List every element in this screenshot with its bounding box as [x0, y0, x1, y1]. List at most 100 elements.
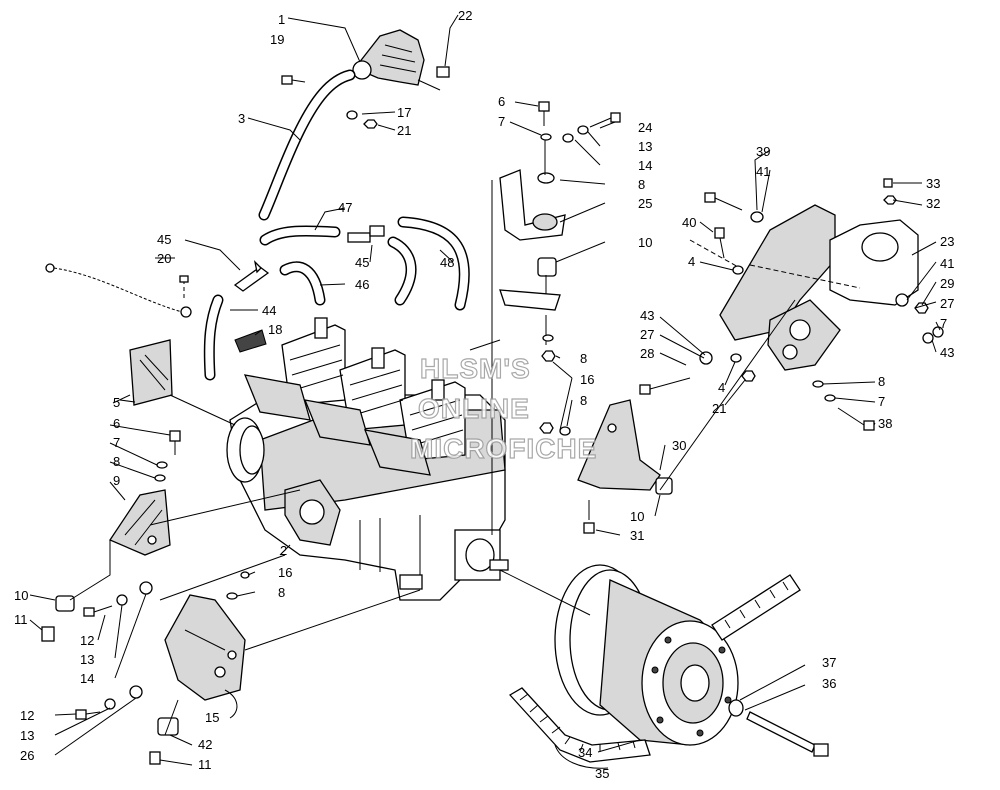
callout-41-right: 41: [940, 256, 954, 271]
callout-42: 42: [198, 737, 212, 752]
watermark: HLSM'S ONLINE MICROFICHE: [409, 352, 597, 464]
part-10-11-isolator: [41, 595, 75, 642]
callout-8-d: 8: [113, 454, 120, 469]
part-15-engine-mount: [164, 594, 246, 701]
callout-12-upper: 12: [80, 633, 94, 648]
callout-17: 17: [397, 105, 411, 120]
part-6-7-24-hardware-top: [538, 101, 621, 143]
callout-27-left: 27: [640, 327, 654, 342]
callout-21-right: 21: [712, 401, 726, 416]
watermark-line-2: ONLINE: [418, 393, 530, 424]
callout-36: 36: [822, 676, 836, 691]
coolant-hoses-group: [203, 216, 470, 381]
callout-8-e: 8: [278, 585, 285, 600]
callout-30: 30: [672, 438, 686, 453]
part-17-21-hardware: [346, 110, 378, 129]
callout-27-right: 27: [940, 296, 954, 311]
part-19-bolt: [281, 75, 306, 85]
callout-41-top: 41: [756, 164, 770, 179]
part-42-11-isolator: [149, 717, 179, 765]
part-35-drive-belt: [508, 574, 801, 763]
part-12-13-26-hardware-lower: [75, 685, 143, 720]
callout-7-left: 7: [113, 435, 120, 450]
callout-8-f: 8: [878, 374, 885, 389]
callout-31: 31: [630, 528, 644, 543]
callout-14-top: 14: [638, 158, 652, 173]
callout-16-top: 16: [580, 372, 594, 387]
callout-4-bottom: 4: [718, 380, 725, 395]
callout-25: 25: [638, 196, 652, 211]
callout-10-top: 10: [638, 235, 652, 250]
callout-11-lower: 11: [198, 757, 212, 772]
part-23-bracket-assembly: [689, 204, 919, 371]
callout-13-lower: 13: [20, 728, 34, 743]
callout-13-top: 13: [638, 139, 652, 154]
callout-3: 3: [238, 111, 245, 126]
callout-numbers: 1 19 22 3 17 21 6 7 24 13 14 8 25 10 47 …: [14, 8, 954, 781]
callout-16-bottom: 16: [278, 565, 292, 580]
callout-28: 28: [640, 346, 654, 361]
callout-14-upper: 14: [80, 671, 94, 686]
part-20-ground-cable: [45, 263, 192, 318]
callout-46: 46: [355, 277, 369, 292]
part-30-bracket: [577, 399, 673, 534]
callout-4-top: 4: [688, 254, 695, 269]
callout-6-top: 6: [498, 94, 505, 109]
callout-12-lower: 12: [20, 708, 34, 723]
callout-7-right: 7: [940, 316, 947, 331]
callout-34: 34: [578, 745, 592, 760]
callout-43-right: 43: [940, 345, 954, 360]
callout-leader-lines: [29, 14, 941, 769]
callout-44: 44: [262, 303, 276, 318]
callout-13-upper: 13: [80, 652, 94, 667]
callout-35: 35: [595, 766, 609, 781]
part-5-decal: [129, 339, 173, 406]
callout-23: 23: [940, 234, 954, 249]
right-side-hardware: [639, 178, 944, 431]
callout-8-b: 8: [580, 351, 587, 366]
callout-40: 40: [682, 215, 696, 230]
callout-2: 2: [280, 543, 287, 558]
callout-43-left: 43: [640, 308, 654, 323]
part-34-drive-clutch: [554, 564, 739, 746]
part-3-hose: [258, 69, 356, 221]
callout-11-left: 11: [14, 612, 28, 627]
callout-1: 1: [278, 12, 285, 27]
callout-20: 20: [157, 251, 171, 266]
part-16-8-hardware-lower: [226, 571, 250, 600]
watermark-line-1: HLSM'S: [420, 353, 531, 384]
part-18-decal: [234, 329, 267, 353]
callout-48: 48: [440, 255, 454, 270]
callout-10-left: 10: [14, 588, 28, 603]
watermark-line-3: MICROFICHE: [410, 433, 597, 464]
callout-26: 26: [20, 748, 34, 763]
callout-10-mid: 10: [630, 509, 644, 524]
callout-15: 15: [205, 710, 219, 725]
callout-19: 19: [270, 32, 284, 47]
engine-block: [226, 317, 509, 601]
callout-7-top: 7: [498, 114, 505, 129]
callout-18: 18: [268, 322, 282, 337]
part-1-hose-bracket: [352, 29, 450, 91]
part-12-13-14-hardware-upper: [83, 581, 153, 617]
callout-45-mid: 45: [355, 255, 369, 270]
assembly-leader-lines: [69, 299, 796, 736]
callout-45-left: 45: [157, 232, 171, 247]
callout-9: 9: [113, 473, 120, 488]
callout-22: 22: [458, 8, 472, 23]
callout-32: 32: [926, 196, 940, 211]
callout-6-left: 6: [113, 416, 120, 431]
callout-7-bottom: 7: [878, 394, 885, 409]
callout-29: 29: [940, 276, 954, 291]
part-36-37-clutch-bolt: [728, 699, 829, 757]
callout-33: 33: [926, 176, 940, 191]
center-shaft-lines: [491, 140, 571, 535]
callout-37: 37: [822, 655, 836, 670]
callout-38: 38: [878, 416, 892, 431]
callout-24: 24: [638, 120, 652, 135]
part-9-engine-mount: [109, 489, 171, 556]
part-25-bracket: [499, 169, 566, 277]
callout-8-a: 8: [638, 177, 645, 192]
part-6-7-8-hardware-left: [154, 430, 181, 482]
